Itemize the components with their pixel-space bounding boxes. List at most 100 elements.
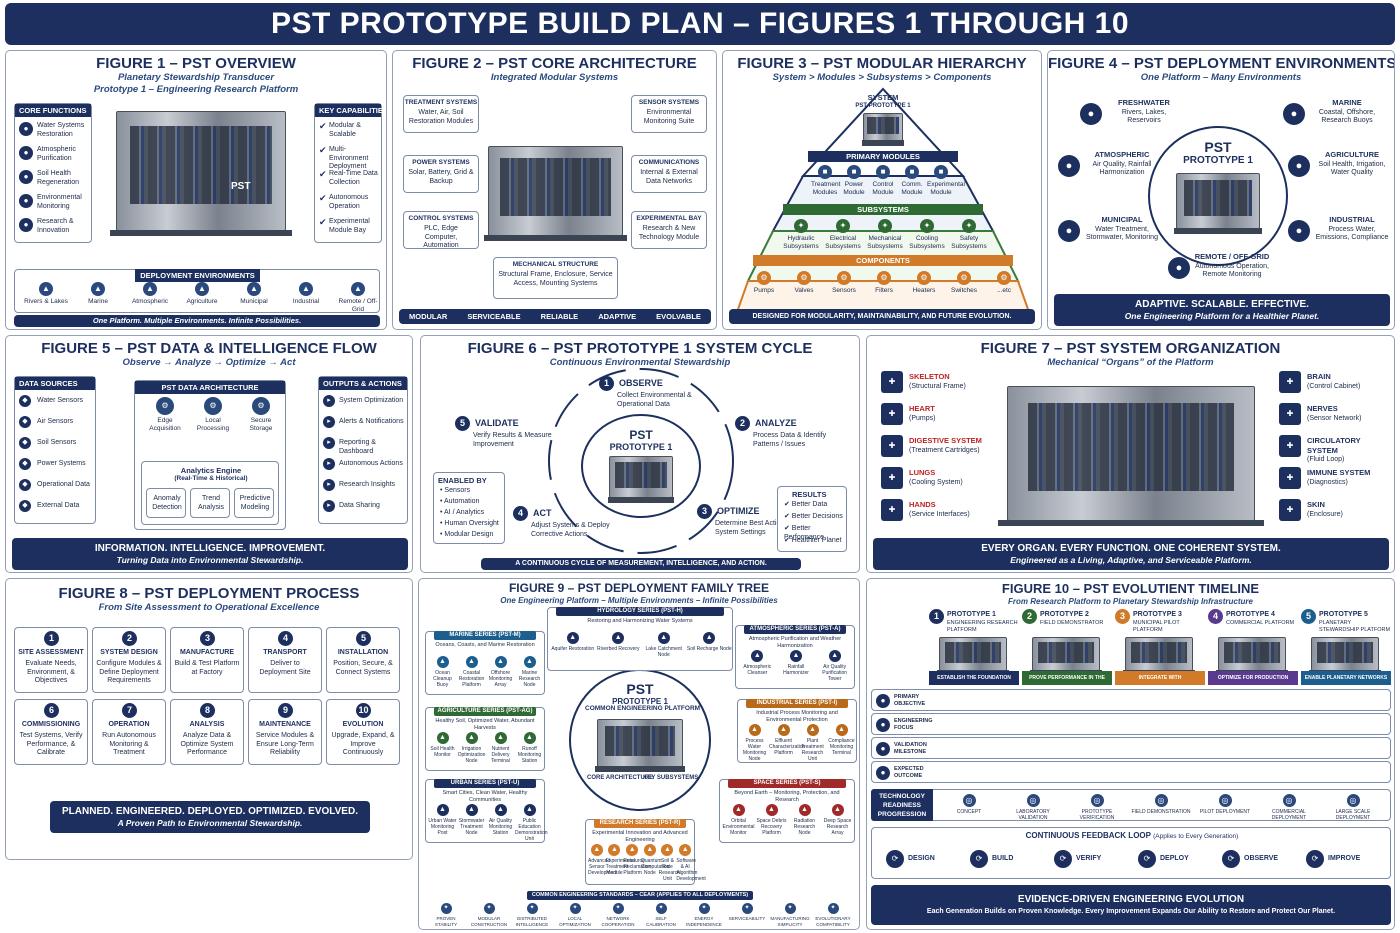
organ-right-entry: CIRCULATORY SYSTEM(Fluid Loop) xyxy=(1307,436,1393,465)
organ-name: LUNGS xyxy=(909,468,936,477)
figure-3-subtitle: System > Modules > Subsystems > Componen… xyxy=(772,72,992,83)
organ-name: NERVES xyxy=(1307,404,1338,413)
series-item-label: Radiation Research Node xyxy=(793,818,816,836)
series-item-icon: ▲ xyxy=(465,804,478,816)
series-item-icon: ▲ xyxy=(626,844,639,856)
capability-label: Modular & Scalable xyxy=(329,122,361,138)
component-item: ⚙ Pumps xyxy=(745,271,783,295)
series-box: INDUSTRIAL SERIES (PST-I)Industrial Proc… xyxy=(737,699,857,763)
figure-5-panel: FIGURE 5 – PST DATA & INTELLIGENCE FLOW … xyxy=(5,335,413,573)
process-step-text: Upgrade, Expand, & Improve Continuously xyxy=(331,732,395,756)
cycle-step-number: 2 xyxy=(735,416,750,431)
loop-icon: ⟳ xyxy=(1054,850,1072,868)
results-box: RESULTS ✔ Better Data✔ Better Decisions✔… xyxy=(777,486,847,552)
stage-label: Secure Storage xyxy=(249,417,273,432)
environment-icon: ▲ xyxy=(39,282,53,296)
subsystem-icon: ✦ xyxy=(962,219,976,233)
series-header: RESEARCH SERIES (PST-R) xyxy=(594,819,686,828)
series-box: SPACE SERIES (PST-S)Beyond Earth – Monit… xyxy=(719,779,855,843)
organ-name: HEART xyxy=(909,404,935,413)
generation-machine xyxy=(1216,637,1288,676)
series-item-label: Soil Recharge Node xyxy=(686,646,732,652)
figure-2-title: FIGURE 2 – PST CORE ARCHITECTURE xyxy=(412,55,697,72)
process-step-number: 2 xyxy=(122,631,137,646)
architecture-box-text: Solar, Battery, Grid & Backup xyxy=(408,169,474,185)
generation-subtitle: MUNICIPAL PILOT PLATFORM xyxy=(1133,620,1180,633)
common-standards-header: COMMON ENGINEERING STANDARDS – CEAR (APP… xyxy=(527,891,753,900)
component-item: ⚙Valves xyxy=(785,271,823,295)
standard-label: LOCAL OPTIMIZATION xyxy=(559,916,591,927)
row-label: VALIDATION MILESTONE xyxy=(894,742,927,755)
trl-stage: ◎CONCEPT xyxy=(938,794,1000,815)
organ-name: CIRCULATORY SYSTEM xyxy=(1307,436,1361,455)
standard-label: PROVEN STABILITY xyxy=(434,916,458,927)
environment-item: ▲Remote / Off-Grid xyxy=(333,282,383,313)
series-item-label: Soil Health Monitor xyxy=(430,746,455,758)
series-item: ▲Soil & Rate Research Unit xyxy=(659,844,680,882)
loop-step: IMPROVE xyxy=(1328,855,1361,862)
trl-label: CONCEPT xyxy=(956,809,982,815)
environment-title: ATMOSPHERIC xyxy=(1094,150,1150,159)
component-label: Filters xyxy=(875,287,893,294)
component-icon: ⚙ xyxy=(797,271,811,285)
series-item-label: Space Debris Recovery Platform xyxy=(756,818,787,836)
component-item: ⚙Switches xyxy=(945,271,983,295)
component-label: ...etc xyxy=(996,287,1012,294)
figure-5-subtitle: Observe → Analyze → Optimize → Act xyxy=(122,357,296,368)
architecture-box-title: TREATMENT SYSTEMS xyxy=(404,99,478,106)
subsystem-item: ✦Safety Subsystems xyxy=(949,219,989,250)
figure-1-title: FIGURE 1 – PST OVERVIEW xyxy=(96,55,296,72)
series-item-label: Runoff Monitoring Station xyxy=(517,746,542,764)
series-item: ▲Compliance Monitoring Terminal xyxy=(827,724,856,756)
series-item: ▲Irrigation Optimization Node xyxy=(457,732,486,764)
module-icon: ■ xyxy=(905,165,919,179)
primary-module-item: ■Comm. Module xyxy=(898,165,926,196)
organ-desc: (Sensor Network) xyxy=(1307,414,1362,422)
pyramid-top-label: SYSTEM xyxy=(867,93,899,102)
component-label: Pumps xyxy=(753,287,775,294)
series-text: Healthy Soil, Optimized Water, Abundant … xyxy=(435,718,535,731)
capability-check-icon: ✔ xyxy=(319,145,327,155)
data-source-label: Soil Sensors xyxy=(37,439,77,446)
environment-title: AGRICULTURE xyxy=(1324,150,1380,159)
series-item-icon: ▲ xyxy=(777,724,790,736)
cycle-ring xyxy=(548,368,734,554)
subsystem-icon: ✦ xyxy=(920,219,934,233)
organ-name: BRAIN xyxy=(1307,372,1331,381)
organ-right-entry: NERVES(Sensor Network) xyxy=(1307,404,1393,423)
core-function-label: Research & Innovation xyxy=(37,218,74,234)
environment-text: Rivers, Lakes, Reservoirs xyxy=(1121,108,1167,125)
series-item-icon: ▲ xyxy=(494,656,507,668)
component-label: Sensors xyxy=(832,287,856,294)
generation-bar: ESTABLISH THE FOUNDATION xyxy=(929,671,1019,685)
figure-3-panel: FIGURE 3 – PST MODULAR HIERARCHY System … xyxy=(722,50,1042,330)
series-item-label: Offshore Monitoring Array xyxy=(488,670,513,688)
subsystem-item: ✦Electrical Subsystems xyxy=(823,219,863,250)
series-item: ▲Lake Catchment Node xyxy=(641,632,687,658)
trl-label: PILOT DEPLOYMENT xyxy=(1199,809,1251,815)
generation-number: 3 xyxy=(1115,609,1130,624)
architecture-box-text: Internal & External Data Networks xyxy=(640,169,698,185)
organ-desc: (Enclosure) xyxy=(1307,510,1343,518)
subsystems-label: SUBSYSTEMS xyxy=(783,204,983,215)
component-icon: ⚙ xyxy=(757,271,771,285)
series-text: Oceans, Coasts, and Marine Restoration xyxy=(435,642,535,648)
enabled-by-box: ENABLED BY • Sensors• Automation• AI / A… xyxy=(433,472,505,544)
process-step-title: SITE ASSESSMENT xyxy=(18,649,84,656)
engine-item-label: Predictive Modeling xyxy=(239,495,271,511)
series-item-label: Public Education Demonstration Unit xyxy=(515,818,548,842)
data-source-label: Operational Data xyxy=(37,481,90,488)
series-item-icon: ▲ xyxy=(612,632,625,644)
series-item-icon: ▲ xyxy=(806,724,819,736)
trl-stage: ◎PILOT DEPLOYMENT xyxy=(1194,794,1256,815)
standard-label: ENERGY INDEPENDENCE xyxy=(686,916,722,927)
series-item-label: Rainfall Harmonizer xyxy=(783,664,809,676)
figure-6-title: FIGURE 6 – PST PROTOTYPE 1 SYSTEM CYCLE xyxy=(467,340,813,357)
figure-8-banner: PLANNED. ENGINEERED. DEPLOYED. OPTIMIZED… xyxy=(50,801,370,833)
module-icon: ■ xyxy=(934,165,948,179)
series-text: Experimental Innovation and Advanced Eng… xyxy=(592,830,688,843)
